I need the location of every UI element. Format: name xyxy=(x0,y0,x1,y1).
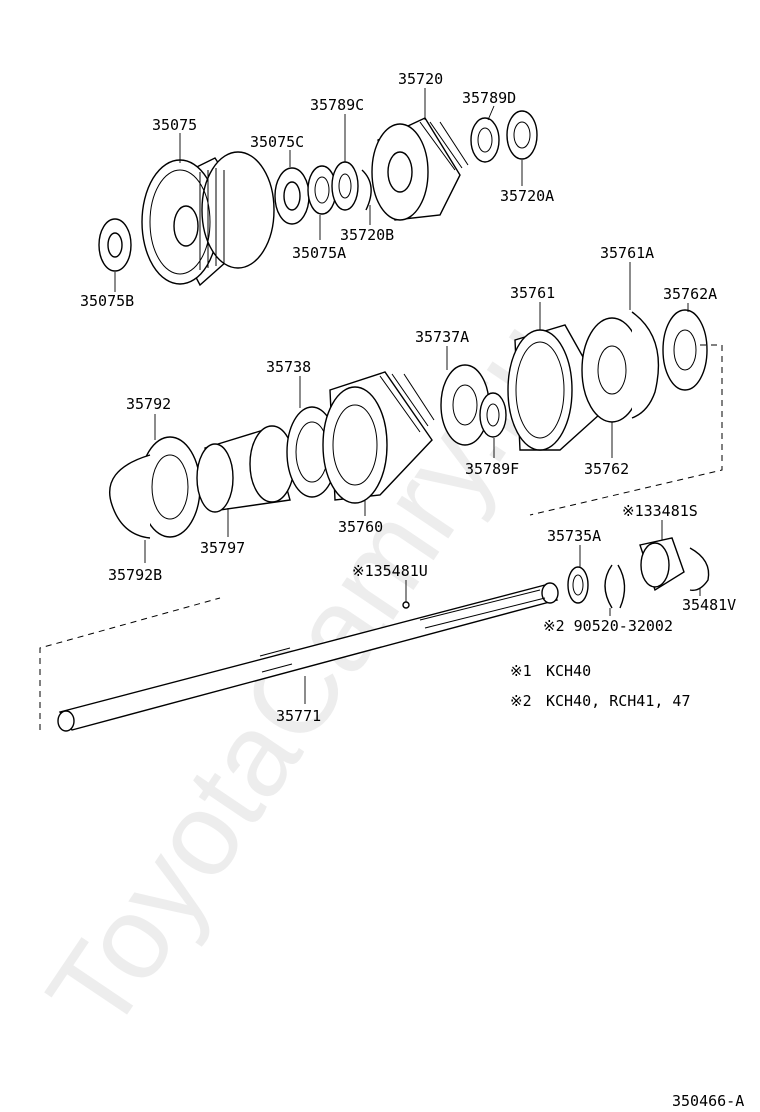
label-35792b[interactable]: 35792B xyxy=(108,566,162,584)
shaft-bracket xyxy=(39,597,221,730)
label-35720b[interactable]: 35720B xyxy=(340,226,394,244)
washer-35789c[interactable] xyxy=(331,161,359,211)
label-35720a[interactable]: 35720A xyxy=(500,187,554,205)
label-35789c[interactable]: 35789C xyxy=(310,96,364,114)
label-35075c[interactable]: 35075C xyxy=(250,133,304,151)
label-35761[interactable]: 35761 xyxy=(510,284,555,302)
gear-drum-35760[interactable] xyxy=(322,371,435,504)
label-35735a[interactable]: 35735A xyxy=(547,527,601,545)
label-35761a[interactable]: 35761A xyxy=(600,244,654,262)
snap-ring-90520[interactable] xyxy=(604,564,626,609)
hole-35481u xyxy=(402,601,410,609)
label-35481v[interactable]: 35481V xyxy=(682,596,736,614)
label-35789f[interactable]: 35789F xyxy=(465,460,519,478)
washer-35075c[interactable] xyxy=(274,167,310,225)
label-35797[interactable]: 35797 xyxy=(200,539,245,557)
label-35760[interactable]: 35760 xyxy=(338,518,383,536)
label-35789d[interactable]: 35789D xyxy=(462,89,516,107)
label-35792[interactable]: 35792 xyxy=(126,395,171,413)
label-35075[interactable]: 35075 xyxy=(152,116,197,134)
assembly-bracket xyxy=(529,344,723,516)
output-shaft-35771[interactable] xyxy=(57,582,559,732)
label-35075a[interactable]: 35075A xyxy=(292,244,346,262)
washer-35789d[interactable] xyxy=(470,117,500,163)
label-35738[interactable]: 35738 xyxy=(266,358,311,376)
part-labels: 35075 35075B 35075C 35075A 35789C 35720 … xyxy=(80,70,736,725)
label-35075b[interactable]: 35075B xyxy=(80,292,134,310)
leader-lines xyxy=(114,88,701,704)
ring-35735a[interactable] xyxy=(567,566,589,604)
one-way-clutch-35797[interactable] xyxy=(196,425,295,513)
ring-gear-35761[interactable] xyxy=(507,324,611,451)
label-35481u[interactable]: ※135481U xyxy=(352,562,428,580)
label-35737a[interactable]: 35737A xyxy=(415,328,469,346)
label-35762a[interactable]: 35762A xyxy=(663,285,717,303)
snap-ring-35481v[interactable] xyxy=(689,547,710,591)
label-133481s[interactable]: ※133481S xyxy=(622,502,698,520)
snap-ring-35720b[interactable] xyxy=(361,169,372,211)
nut-133481s[interactable] xyxy=(639,537,685,592)
washer-35789f[interactable] xyxy=(479,392,507,438)
snap-ring-35792b[interactable] xyxy=(109,454,151,539)
label-90520-32002[interactable]: ※2 90520-32002 xyxy=(543,617,673,635)
washer-35075b[interactable] xyxy=(98,218,132,272)
planetary-carrier-35720[interactable] xyxy=(371,117,469,221)
snap-ring-35761a[interactable] xyxy=(631,311,660,419)
label-35720[interactable]: 35720 xyxy=(398,70,443,88)
diagram-code: 350466-A xyxy=(672,1092,744,1110)
note-1-mark: ※1 xyxy=(510,662,532,680)
label-35762[interactable]: 35762 xyxy=(584,460,629,478)
note-1-text: KCH40 xyxy=(546,662,591,680)
note-2-mark: ※2 xyxy=(510,692,532,710)
note-2-text: KCH40, RCH41, 47 xyxy=(546,692,691,710)
label-35771[interactable]: 35771 xyxy=(276,707,321,725)
bearing-35720a[interactable] xyxy=(506,110,538,160)
bearing-35762a[interactable] xyxy=(662,309,708,391)
applicability-notes: ※1 KCH40 ※2 KCH40, RCH41, 47 xyxy=(510,662,691,710)
clutch-drum-35075[interactable] xyxy=(141,151,275,287)
